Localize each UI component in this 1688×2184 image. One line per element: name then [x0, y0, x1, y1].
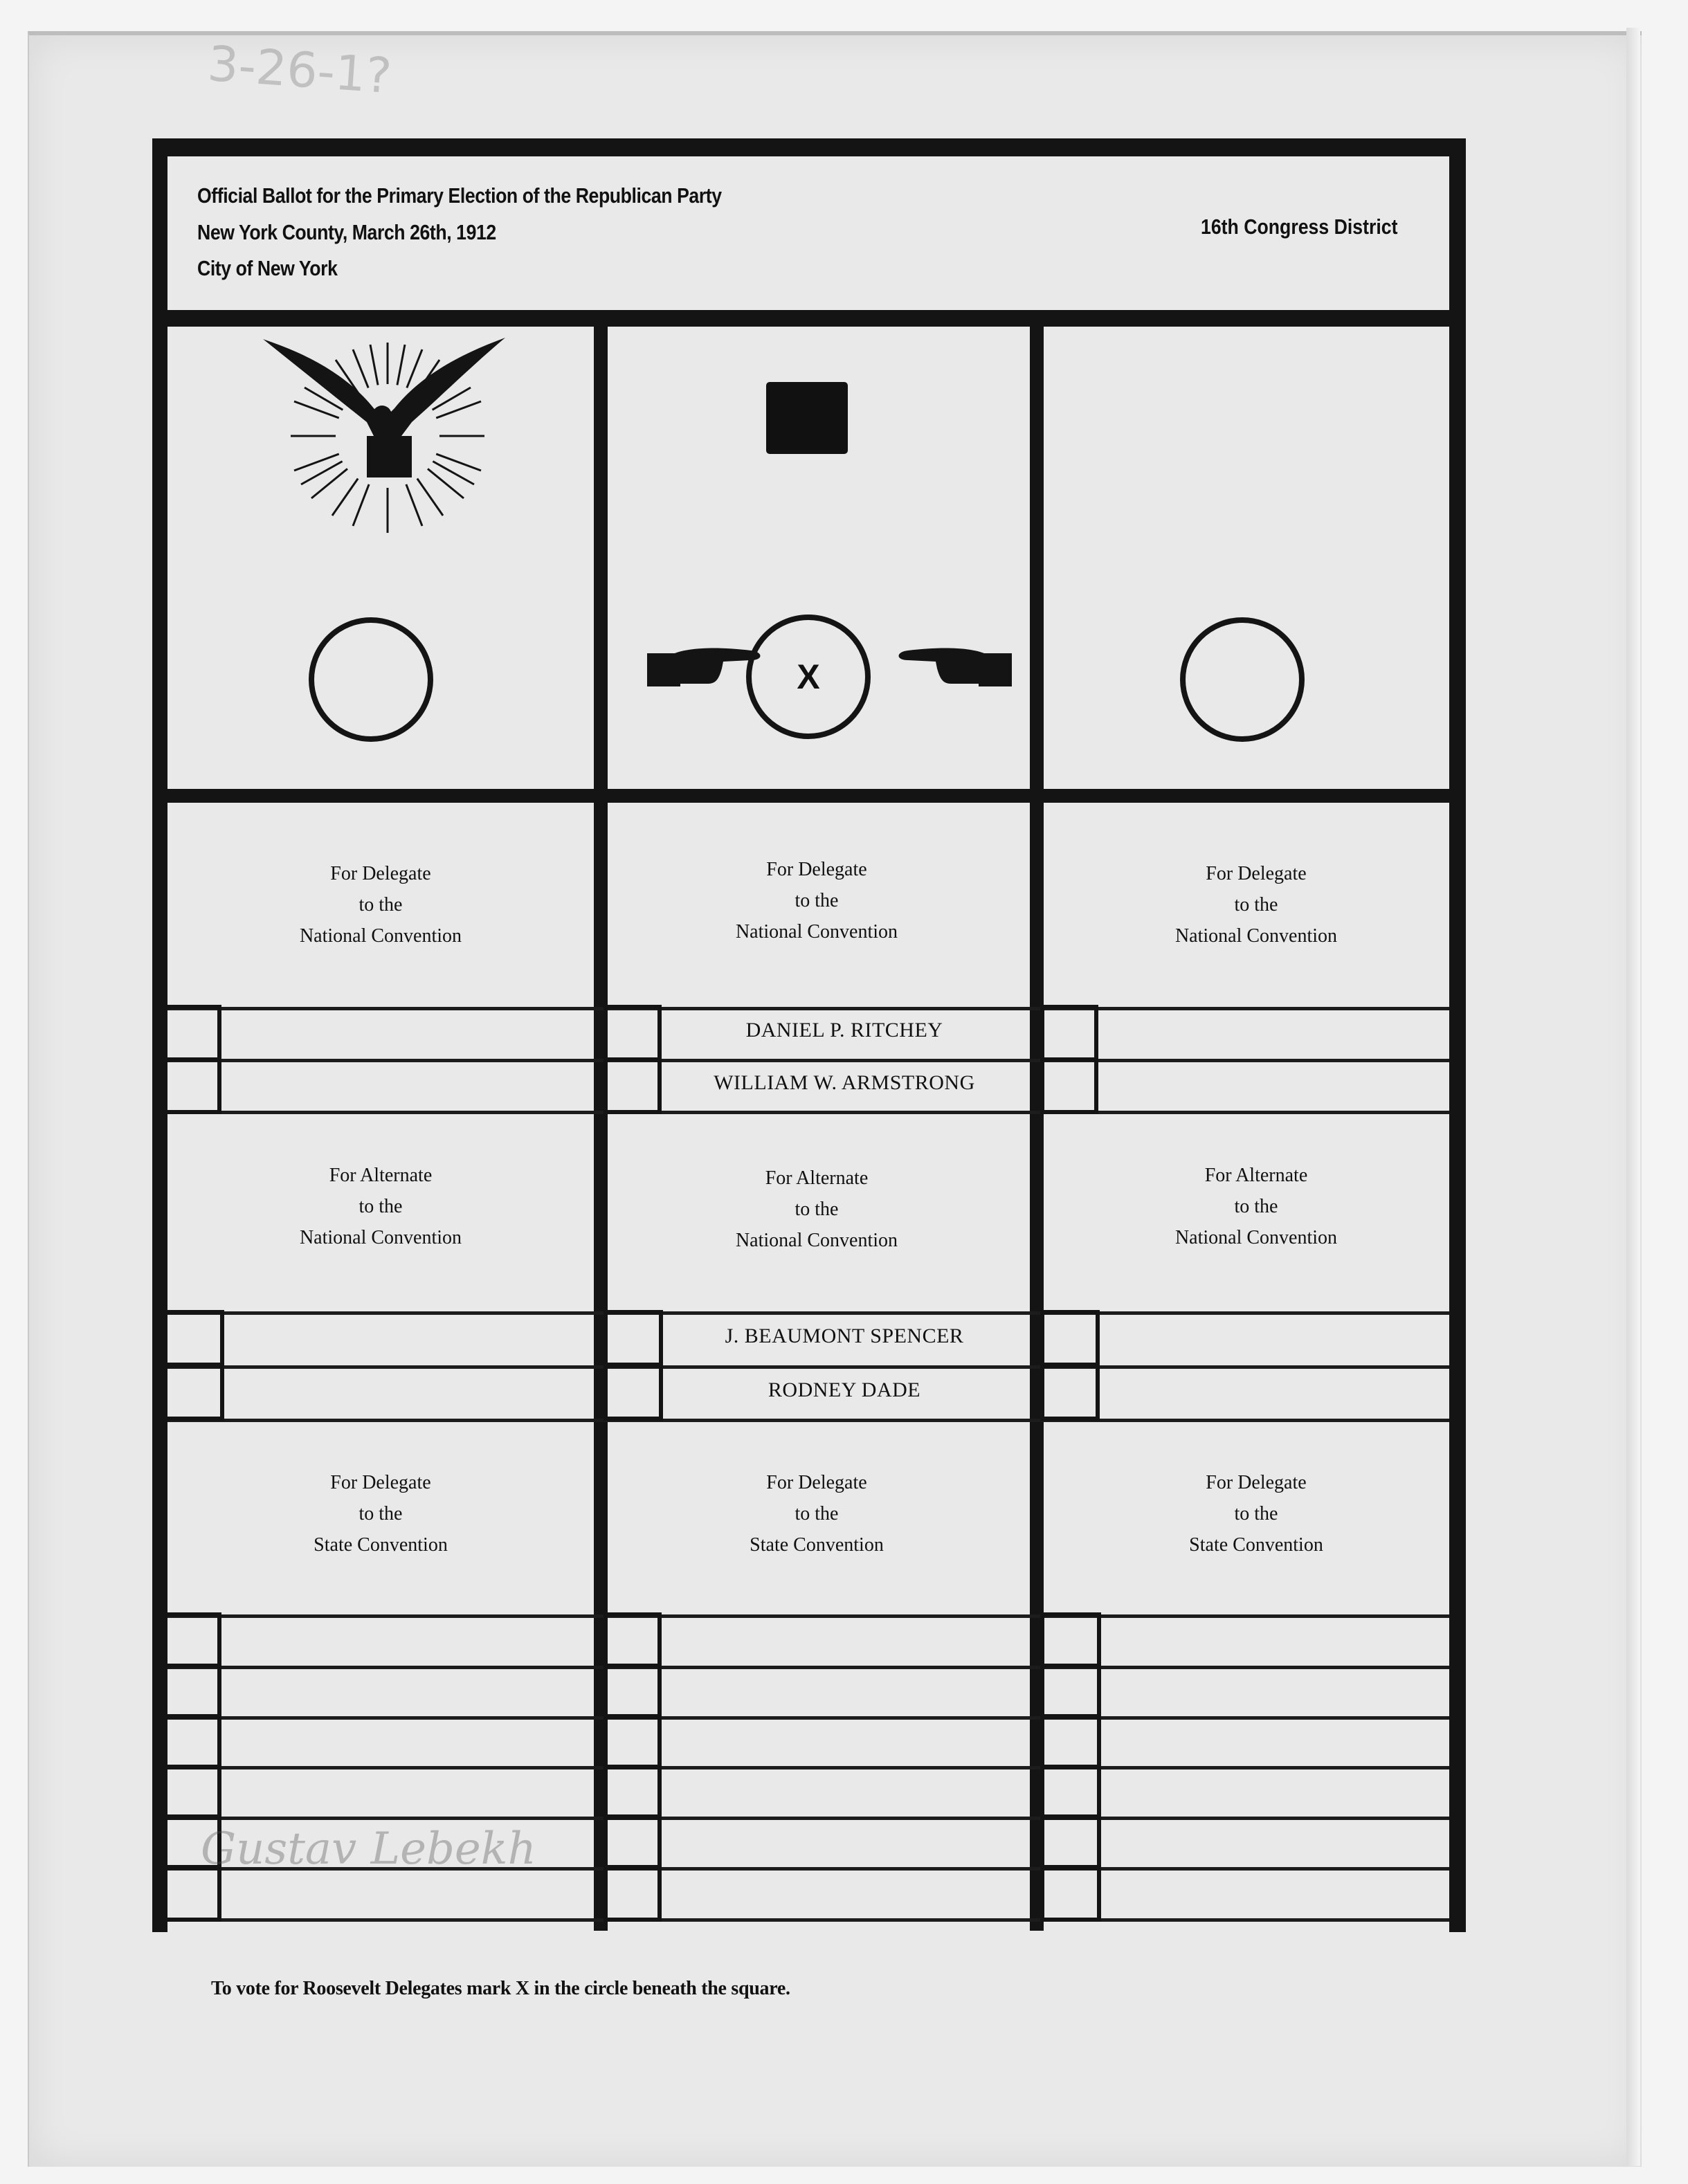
vote-box-delegate-state-col-2-row-4[interactable] [603, 1765, 662, 1820]
vote-box-delegate-state-col-2-row-2[interactable] [603, 1664, 662, 1719]
row-line [167, 1766, 1449, 1769]
vote-box-delegate-national-col-2-row-2[interactable] [603, 1057, 662, 1114]
signature: Gustav Lebekh [201, 1823, 536, 1875]
vote-box-delegate-state-col-2-row-3[interactable] [603, 1714, 662, 1769]
candidate-name: WILLIAM W. ARMSTRONG [714, 1071, 975, 1094]
voting-instruction: To vote for Roosevelt Delegates mark X i… [211, 1978, 790, 1999]
frame-top [152, 138, 1466, 156]
frame-left [152, 138, 167, 1932]
column-divider-1 [594, 310, 608, 1931]
candidate-name: RODNEY DADE [768, 1378, 921, 1401]
vote-box-delegate-state-col-1-row-3[interactable] [163, 1714, 221, 1769]
vote-box-delegate-state-col-2-row-6[interactable] [603, 1865, 662, 1922]
vote-box-delegate-state-col-2-row-1[interactable] [603, 1612, 662, 1668]
row-line [167, 1867, 1449, 1871]
row-line [167, 1007, 1449, 1010]
vote-box-delegate-state-col-3-row-1[interactable] [1040, 1612, 1101, 1668]
paper-edge [1626, 28, 1640, 2166]
vote-box-alternate-national-col-3-row-2[interactable] [1040, 1364, 1100, 1421]
candidate-name: J. BEAUMONT SPENCER [725, 1325, 964, 1347]
emblem-divider [152, 789, 1466, 803]
eagle-emblem-icon [263, 338, 505, 533]
vote-circle-col-3[interactable] [1180, 617, 1305, 742]
frame-right [1449, 138, 1466, 1932]
vote-box-delegate-national-col-3-row-1[interactable] [1040, 1005, 1098, 1062]
row-line [167, 1365, 1449, 1369]
row-line [167, 1614, 1449, 1618]
vote-circle-col-1[interactable] [309, 617, 433, 742]
candidate-name: DANIEL P. RITCHEY [745, 1019, 943, 1041]
ballot-title: Official Ballot for the Primary Election… [197, 183, 722, 208]
vote-box-delegate-state-col-2-row-5[interactable] [603, 1814, 662, 1870]
column-divider-2 [1030, 310, 1044, 1931]
district-label: 16th Congress District [1201, 215, 1398, 239]
black-square-icon [766, 382, 848, 454]
vote-box-delegate-national-col-1-row-2[interactable] [163, 1057, 221, 1114]
row-line [167, 1311, 1449, 1315]
city-name: City of New York [197, 256, 338, 280]
vote-box-delegate-national-col-1-row-1[interactable] [163, 1005, 221, 1062]
vote-box-delegate-state-col-3-row-2[interactable] [1040, 1664, 1101, 1719]
vote-box-alternate-national-col-2-row-2[interactable] [603, 1364, 663, 1421]
x-mark: X [797, 657, 820, 696]
vote-box-delegate-state-col-1-row-6[interactable] [163, 1865, 221, 1922]
vote-circle-col-2[interactable]: X [746, 615, 871, 739]
row-line [167, 1716, 1449, 1720]
row-line [167, 1059, 1449, 1062]
vote-box-delegate-state-col-1-row-2[interactable] [163, 1664, 221, 1719]
pointing-hand-right-icon [647, 648, 761, 686]
vote-box-delegate-state-col-3-row-3[interactable] [1040, 1714, 1101, 1769]
header-divider [152, 310, 1466, 327]
row-line [167, 1666, 1449, 1669]
vote-box-delegate-state-col-3-row-5[interactable] [1040, 1814, 1101, 1870]
vote-box-delegate-state-col-3-row-4[interactable] [1040, 1765, 1101, 1820]
vote-box-alternate-national-col-1-row-2[interactable] [163, 1364, 224, 1421]
row-line [167, 1111, 1449, 1114]
vote-box-delegate-state-col-3-row-6[interactable] [1040, 1865, 1101, 1922]
vote-box-delegate-state-col-1-row-4[interactable] [163, 1765, 221, 1820]
county-date: New York County, March 26th, 1912 [197, 220, 496, 244]
vote-box-delegate-national-col-3-row-2[interactable] [1040, 1057, 1098, 1114]
pointing-hand-left-icon [898, 648, 1012, 686]
row-line [167, 1918, 1449, 1922]
vote-box-alternate-national-col-1-row-1[interactable] [163, 1310, 224, 1367]
row-line [167, 1419, 1449, 1422]
vote-box-delegate-state-col-1-row-1[interactable] [163, 1612, 221, 1668]
row-line [167, 1817, 1449, 1820]
vote-box-alternate-national-col-3-row-1[interactable] [1040, 1310, 1100, 1367]
